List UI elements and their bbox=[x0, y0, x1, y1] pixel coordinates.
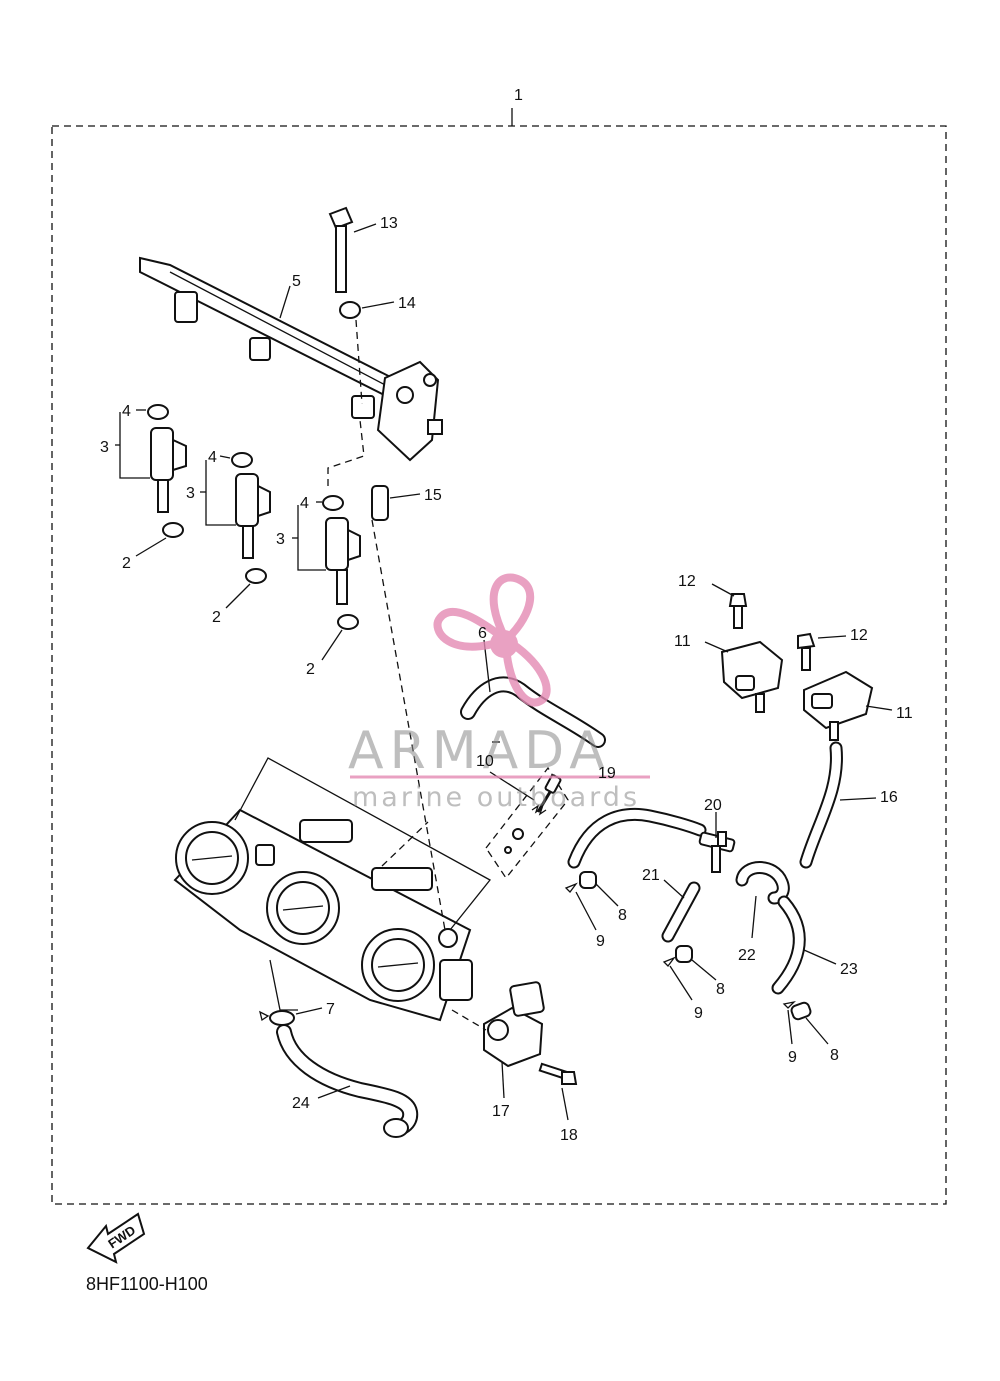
hose-clip bbox=[259, 1010, 295, 1026]
callout-23: 23 bbox=[840, 961, 858, 978]
washer bbox=[339, 301, 361, 319]
callout-4b: 4 bbox=[208, 449, 217, 466]
tps-screw bbox=[538, 1062, 578, 1085]
callout-4c: 4 bbox=[300, 495, 309, 512]
callout-8a: 8 bbox=[618, 907, 627, 924]
callout-labels: 1 13 5 14 4 3 4 3 15 4 3 2 2 2 6 12 11 1… bbox=[100, 87, 913, 1144]
callout-6: 6 bbox=[478, 625, 487, 642]
callout-18: 18 bbox=[560, 1127, 578, 1144]
callout-4a: 4 bbox=[122, 403, 131, 420]
callout-2b: 2 bbox=[212, 609, 221, 626]
cap-1 bbox=[564, 871, 597, 893]
propeller-logo bbox=[433, 573, 551, 707]
callout-9b: 9 bbox=[694, 1005, 703, 1022]
fwd-arrow-icon: FWD bbox=[86, 1212, 146, 1264]
map-sensor-2 bbox=[797, 632, 874, 741]
callout-5: 5 bbox=[292, 273, 301, 290]
callout-3b: 3 bbox=[186, 485, 195, 502]
callout-2c: 2 bbox=[306, 661, 315, 678]
cap-3 bbox=[782, 1000, 812, 1021]
callout-15: 15 bbox=[424, 487, 442, 504]
callout-13: 13 bbox=[380, 215, 398, 232]
injector-3 bbox=[322, 495, 361, 630]
callout-20: 20 bbox=[704, 797, 722, 814]
throttle-position-sensor bbox=[483, 981, 545, 1068]
callout-10: 10 bbox=[476, 753, 494, 770]
callout-11a: 11 bbox=[674, 633, 691, 650]
injector-1 bbox=[147, 404, 187, 538]
injector-2 bbox=[231, 452, 271, 584]
throttle-body bbox=[173, 808, 473, 1022]
bolt bbox=[328, 206, 354, 293]
callout-19: 19 bbox=[598, 765, 616, 782]
cap-2 bbox=[662, 945, 693, 967]
watermark-tagline: marine outboards bbox=[352, 782, 640, 813]
callout-11b: 11 bbox=[896, 705, 913, 722]
callout-17: 17 bbox=[492, 1103, 510, 1120]
callout-12a: 12 bbox=[678, 573, 696, 590]
map-sensor-1 bbox=[720, 593, 784, 713]
sleeve bbox=[371, 485, 389, 521]
callout-24: 24 bbox=[292, 1095, 310, 1112]
callout-9c: 9 bbox=[788, 1049, 797, 1066]
callout-3c: 3 bbox=[276, 531, 285, 548]
callout-8c: 8 bbox=[830, 1047, 839, 1064]
assembly-boundary bbox=[51, 125, 947, 1205]
fuel-rail bbox=[139, 256, 443, 462]
callout-14: 14 bbox=[398, 295, 416, 312]
callout-2a: 2 bbox=[122, 555, 131, 572]
t-joint bbox=[698, 831, 736, 873]
drawing-code: 8HF1100-H100 bbox=[86, 1274, 208, 1294]
callout-9a: 9 bbox=[596, 933, 605, 950]
callout-21: 21 bbox=[642, 867, 660, 884]
callout-8b: 8 bbox=[716, 981, 725, 998]
adjust-screw bbox=[504, 774, 562, 854]
watermark-brand: ARMADA bbox=[348, 721, 611, 781]
callout-12b: 12 bbox=[850, 627, 868, 644]
callout-3a: 3 bbox=[100, 439, 109, 456]
callout-1: 1 bbox=[514, 87, 523, 104]
watermark: ARMADA marine outboards bbox=[348, 573, 650, 813]
callout-16: 16 bbox=[880, 789, 898, 806]
callout-7: 7 bbox=[326, 1001, 335, 1018]
callout-22: 22 bbox=[738, 947, 756, 964]
